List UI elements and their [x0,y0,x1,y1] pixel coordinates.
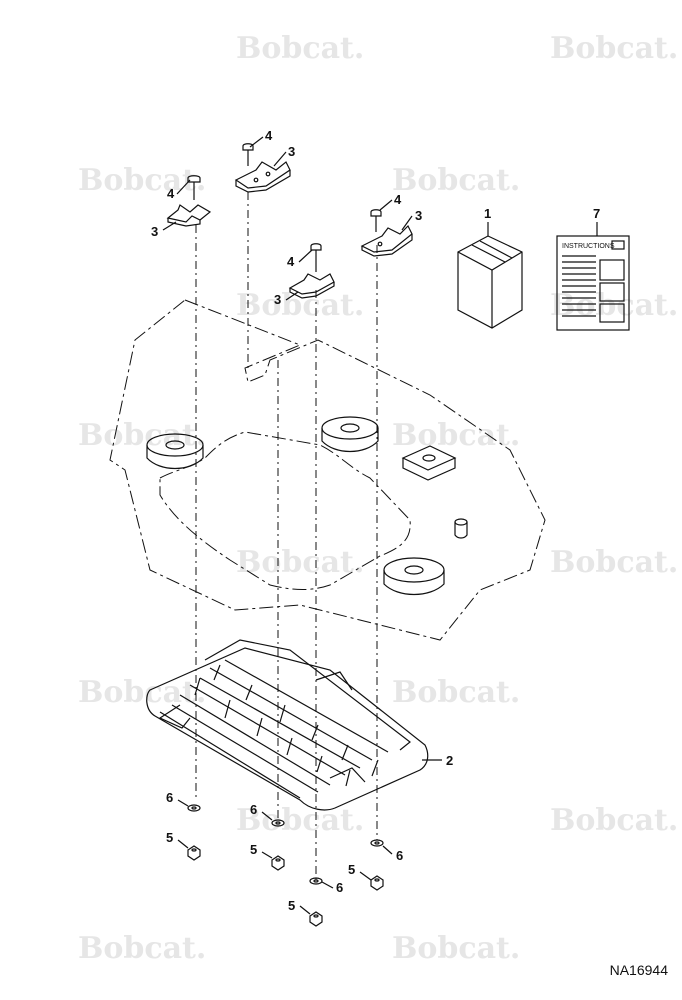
watermark: Bobcat. [550,288,678,323]
watermark: Bobcat. [392,418,520,453]
svg-text:Bobcat.: Bobcat. [78,931,206,966]
svg-text:Bobcat.: Bobcat. [78,163,206,198]
leader-lines [162,136,598,915]
watermark: Bobcat. [78,418,206,453]
callout-labels: 1 7 2 4 3 4 3 4 3 4 3 6 5 6 5 6 5 6 5 [151,128,600,913]
floor-phantom-outline [109,299,546,641]
bracket-and-screw [166,175,212,227]
instructions-label: INSTRUCTIONS [562,243,615,250]
svg-text:Bobcat.: Bobcat. [550,31,678,66]
svg-text:Bobcat.: Bobcat. [78,418,206,453]
callout-label: 6 [336,880,343,895]
callout-label: 5 [250,842,257,857]
callout-label: 4 [265,128,273,143]
svg-text:Bobcat.: Bobcat. [236,803,364,838]
callout-label: 5 [348,862,355,877]
watermark: Bobcat. [392,675,520,710]
svg-text:Bobcat.: Bobcat. [392,418,520,453]
watermark: Bobcat. [550,31,678,66]
bracket-and-screw [234,143,291,193]
bracket-and-screw [360,209,413,257]
svg-text:Bobcat.: Bobcat. [392,675,520,710]
washer-and-nut [187,804,201,861]
callout-label: 4 [167,186,175,201]
figure-id: NA16944 [609,962,668,978]
callout-label: 1 [484,206,491,221]
watermark: Bobcat. [78,931,206,966]
callout-label: 3 [288,144,295,159]
svg-text:Bobcat.: Bobcat. [550,545,678,580]
watermark: Bobcat. [550,803,678,838]
svg-text:Bobcat.: Bobcat. [392,163,520,198]
callout-label: 3 [151,224,158,239]
watermark: Bobcat. [392,163,520,198]
watermark: Bobcat. [236,31,364,66]
instructions-booklet-part: INSTRUCTIONS [556,235,630,331]
callout-label: 4 [394,192,402,207]
callout-label: 7 [593,206,600,221]
callout-label: 4 [287,254,295,269]
washer-and-nut [309,877,323,927]
svg-text:Bobcat.: Bobcat. [236,545,364,580]
watermark: Bobcat. [78,675,206,710]
svg-text:Bobcat.: Bobcat. [392,931,520,966]
watermark: Bobcat. [236,545,364,580]
svg-text:Bobcat.: Bobcat. [78,675,206,710]
svg-text:Bobcat.: Bobcat. [550,803,678,838]
callout-label: 6 [396,848,403,863]
svg-text:Bobcat.: Bobcat. [236,31,364,66]
washer-and-nut [271,819,285,871]
callout-label: 6 [166,790,173,805]
callout-label: 6 [250,802,257,817]
watermark: Bobcat. [392,931,520,966]
svg-text:Bobcat.: Bobcat. [550,288,678,323]
svg-text:Bobcat.: Bobcat. [236,288,364,323]
callout-label: 3 [274,292,281,307]
bracket-and-screw [288,243,335,299]
washer-and-nut [370,839,384,891]
callout-label: 5 [288,898,295,913]
callout-label: 3 [415,208,422,223]
watermark: Bobcat. [78,163,206,198]
watermark-layer: Bobcat. Bobcat. Bobcat. Bobcat. Bobcat. … [78,31,678,966]
watermark: Bobcat. [550,545,678,580]
assembly-lines [195,192,378,880]
callout-label: 5 [166,830,173,845]
callout-label: 2 [446,753,453,768]
grille-mat-part [146,639,429,811]
box-part [457,235,523,329]
watermark: Bobcat. [236,288,364,323]
watermark: Bobcat. [236,803,364,838]
